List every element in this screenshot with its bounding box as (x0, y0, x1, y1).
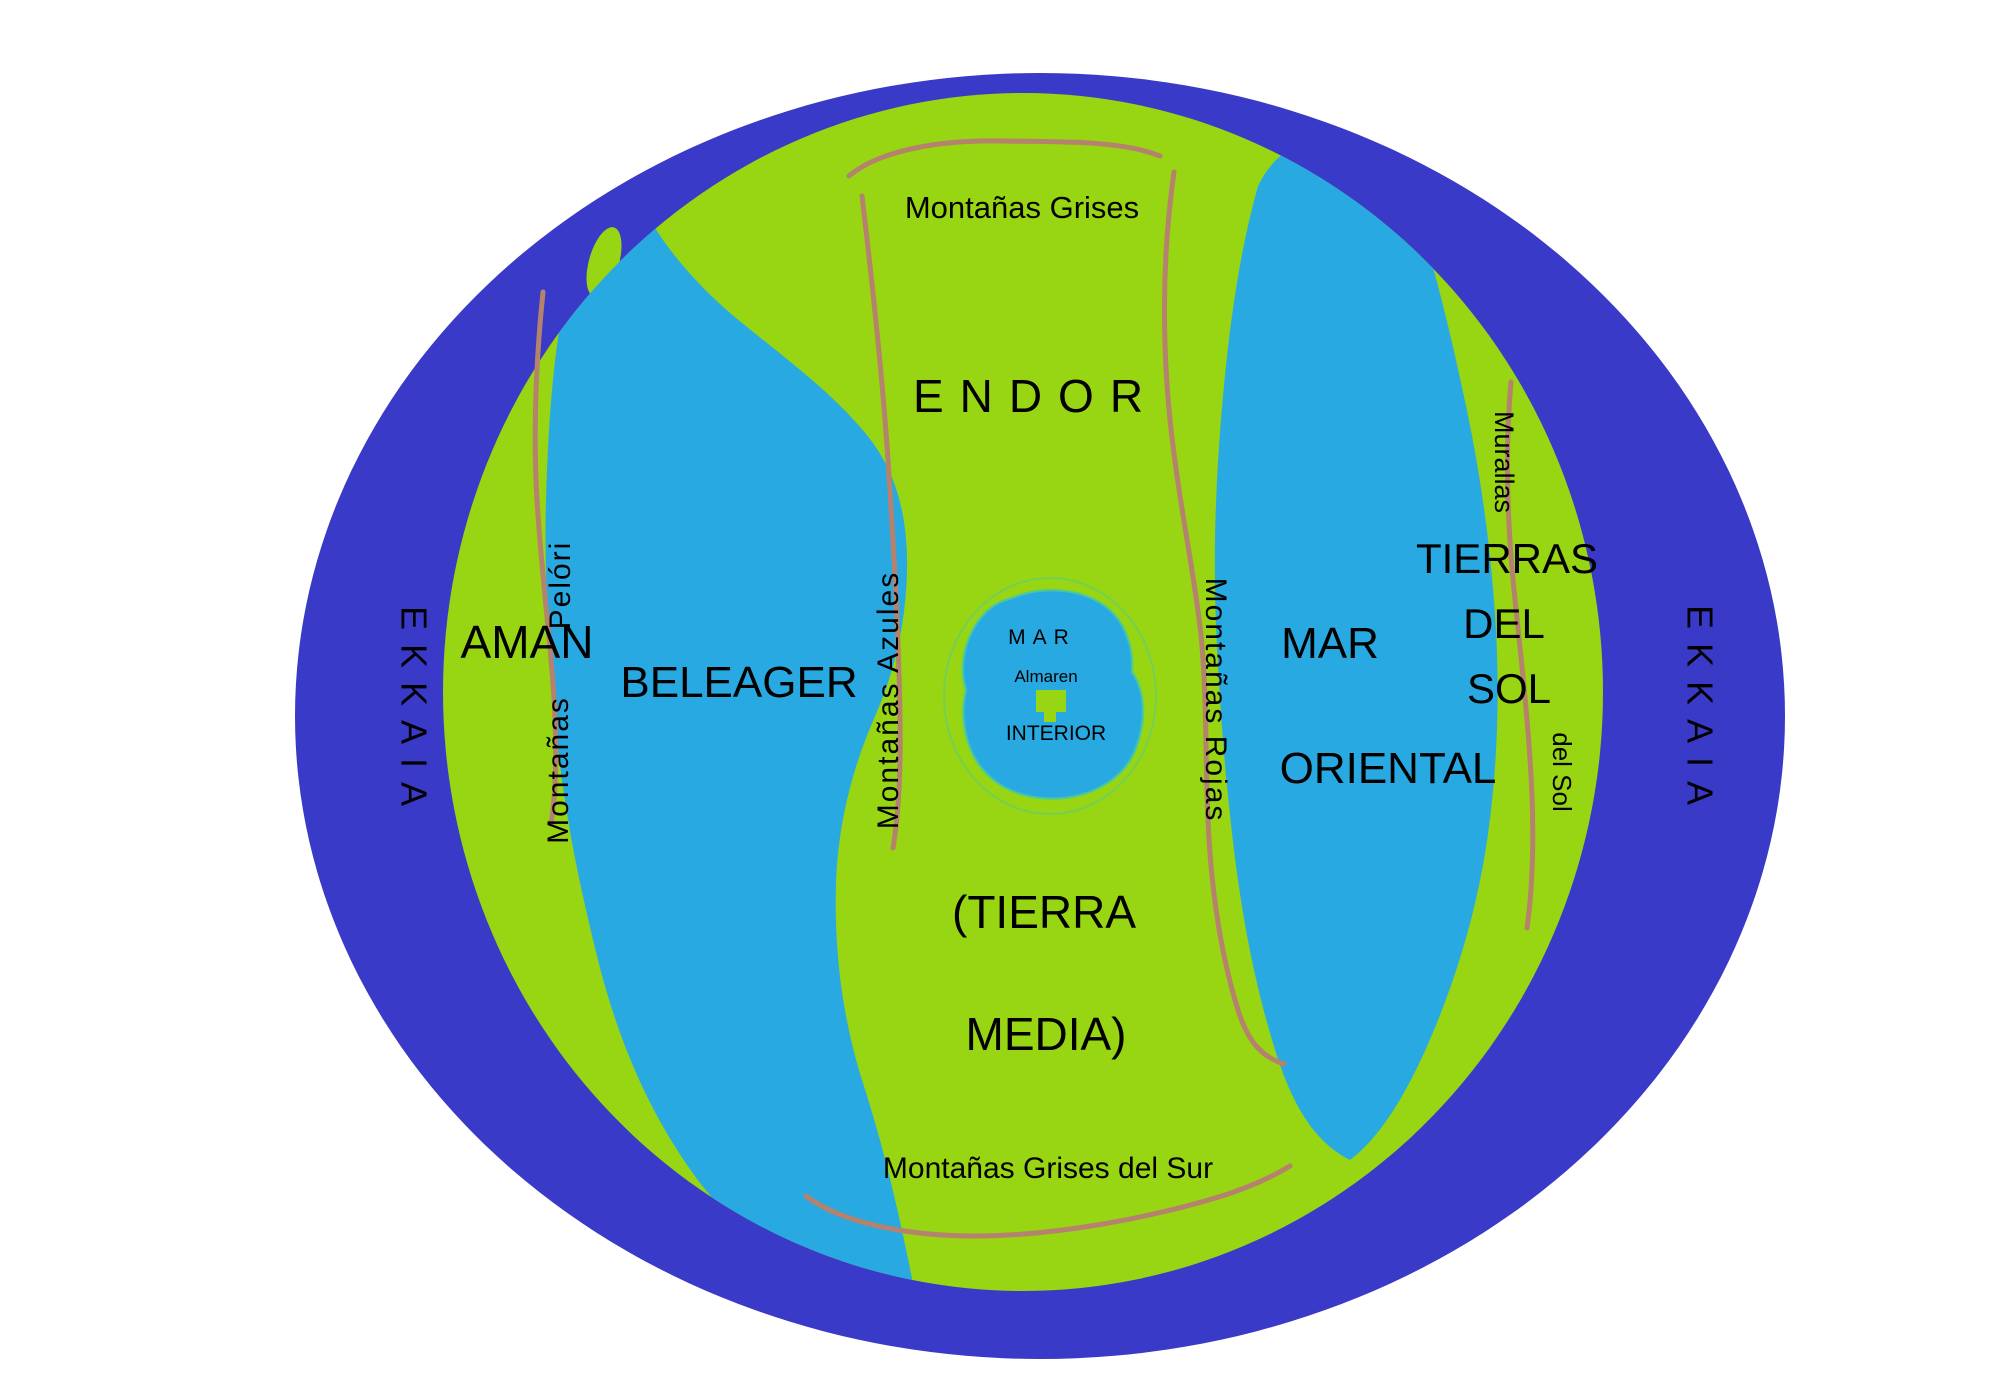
ekkaia-label-left: EKKAIA (393, 606, 434, 820)
montanas-pelori-range (532, 289, 559, 827)
tierras-del-sol-label-line1: TIERRAS (1416, 535, 1598, 582)
mountain-ranges (532, 138, 1536, 1239)
mar-oriental-label-line1: MAR (1281, 619, 1379, 668)
montanas-pelori-label: Montañas (542, 696, 575, 844)
beleager-sea (545, 199, 920, 1291)
mar-oriental-sea (1214, 135, 1498, 1161)
montanas-grises-del-sur-range (803, 1163, 1293, 1239)
tierras-del-sol-label-line2: DEL (1463, 600, 1545, 647)
del-sol-label: del Sol (1547, 732, 1577, 812)
endor-label: ENDOR (913, 370, 1159, 422)
montanas-azules-label: Montañas Azules (872, 571, 905, 829)
mar-interior-shore-sketch (943, 577, 1157, 815)
montanas-grises-label: Montañas Grises (905, 190, 1139, 225)
montanas-grises-range (846, 138, 1163, 179)
tierra-media-label-line2: MEDIA) (966, 1008, 1127, 1060)
ekkaia-label-right: EKKAIA (1679, 605, 1720, 819)
beleager-label: BELEAGER (620, 658, 857, 707)
almaren-label: Almaren (1014, 667, 1077, 686)
tierras-del-sol-label-line3: SOL (1467, 665, 1551, 712)
pelori-label: Pelóri (544, 541, 577, 630)
murallas-label: Murallas (1489, 411, 1519, 513)
mar-interior-label-line1: MAR (1008, 626, 1076, 649)
aman-label: AMAN (461, 616, 594, 668)
murallas-del-sol-range (1504, 379, 1536, 931)
mar-interior-label-line2: INTERIOR (1006, 722, 1106, 745)
montanas-rojas-range (1161, 169, 1287, 1067)
almaren-island (1036, 690, 1066, 722)
montanas-grises-del-sur-label: Montañas Grises del Sur (883, 1152, 1213, 1185)
montanas-rojas-label: Montañas Rojas (1199, 578, 1232, 823)
montanas-azules-range (859, 193, 903, 851)
tierra-media-label-line1: (TIERRA (952, 886, 1136, 938)
mar-oriental-label-line2: ORIENTAL (1280, 744, 1497, 793)
